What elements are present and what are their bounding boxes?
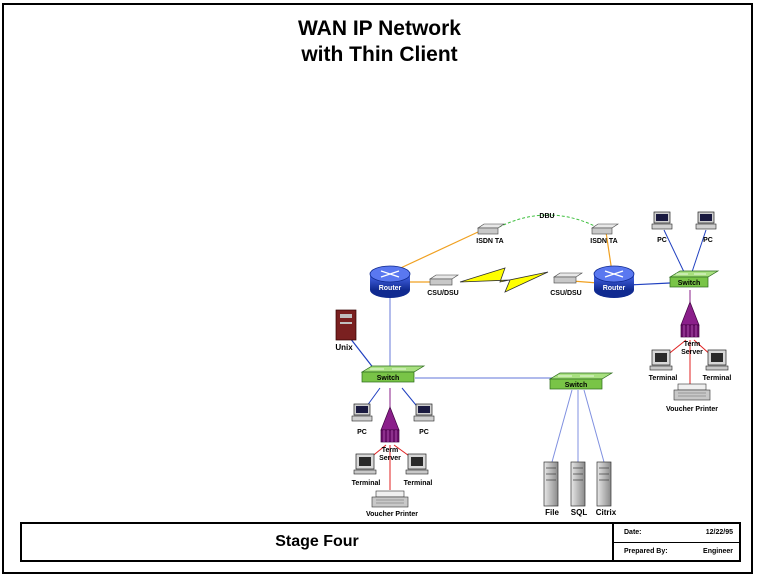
pc-right-2-label: PC (703, 237, 713, 244)
csu-left-label: CSU/DSU (427, 290, 459, 297)
server-citrix[interactable]: Citrix (596, 461, 617, 517)
term-server-left-label-1: Term (382, 447, 399, 454)
server-citrix-label: Citrix (596, 508, 617, 517)
pc-left-1-label: PC (357, 429, 367, 436)
terminal-left-1[interactable]: Terminal (352, 453, 381, 487)
prepared-value: Engineer (703, 548, 733, 555)
server-file[interactable]: File (543, 461, 559, 517)
csu-dsu-left[interactable]: CSU/DSU (427, 274, 459, 297)
title-line-1: WAN IP Network (298, 17, 461, 40)
link-router-right-csu (571, 280, 599, 284)
link-sw-mid-file (551, 389, 573, 463)
stage-label: Stage Four (22, 524, 614, 560)
prepared-row: Prepared By: Engineer (614, 543, 739, 561)
pc-left-2-label: PC (419, 429, 429, 436)
pc-right-1[interactable]: PC (651, 211, 673, 244)
switch-left-label: Switch (377, 375, 400, 382)
title-line-2: with Thin Client (301, 43, 458, 66)
terminal-left-1-label: Terminal (352, 480, 381, 487)
pc-left-1[interactable]: PC (351, 403, 373, 436)
term-server-left[interactable]: Term Server (379, 406, 401, 462)
page-frame (2, 3, 753, 574)
router-right-label: Router (603, 285, 626, 292)
term-server-right-label-1: Term (684, 341, 701, 348)
isdn-ta-left[interactable]: ISDN TA (476, 223, 505, 245)
unix-server[interactable]: Unix (335, 309, 357, 352)
switch-right[interactable]: Switch (668, 270, 720, 288)
link-router-left-isdn (391, 231, 479, 273)
server-sql-label: SQL (571, 508, 588, 517)
csu-dsu-right[interactable]: CSU/DSU (550, 272, 583, 297)
terminal-right-2[interactable]: Terminal (703, 349, 732, 382)
router-right[interactable]: Router (593, 265, 635, 298)
pc-right-1-label: PC (657, 237, 667, 244)
date-label: Date: (624, 529, 642, 536)
term-server-right-label-2: Server (681, 349, 703, 356)
switch-right-label: Switch (678, 280, 701, 287)
terminal-left-2-label: Terminal (404, 480, 433, 487)
prepared-label: Prepared By: (624, 548, 668, 555)
router-left[interactable]: Router (369, 265, 411, 298)
voucher-printer-left[interactable]: Voucher Printer (366, 490, 418, 518)
pc-right-2[interactable]: PC (695, 211, 717, 244)
printer-left-label: Voucher Printer (366, 511, 418, 518)
link-sw-right-pc2 (691, 229, 707, 273)
printer-right-label: Voucher Printer (666, 406, 718, 413)
date-row: Date: 12/22/95 (614, 524, 739, 543)
server-sql[interactable]: SQL (570, 461, 588, 517)
unix-label: Unix (335, 343, 353, 352)
server-file-label: File (545, 508, 559, 517)
csu-right-label: CSU/DSU (550, 290, 582, 297)
switch-left[interactable]: Switch (360, 365, 426, 383)
router-left-label: Router (379, 285, 402, 292)
pc-left-2[interactable]: PC (413, 403, 435, 436)
term-server-right[interactable]: Term Server (680, 301, 703, 356)
isdn-left-label: ISDN TA (476, 238, 503, 245)
link-sw-mid-citrix (583, 389, 605, 463)
link-sw-right-pc1 (663, 229, 685, 273)
switch-mid-label: Switch (565, 382, 588, 389)
terminal-left-2[interactable]: Terminal (404, 453, 433, 487)
terminal-right-1[interactable]: Terminal (649, 349, 678, 382)
link-router-right-switch (627, 282, 671, 286)
wan-link-bolt (459, 267, 549, 293)
isdn-ta-right[interactable]: ISDN TA (590, 223, 619, 245)
date-value: 12/22/95 (705, 529, 733, 536)
voucher-printer-right[interactable]: Voucher Printer (666, 383, 718, 413)
links (349, 214, 713, 490)
isdn-right-label: ISDN TA (590, 238, 617, 245)
switch-middle[interactable]: Switch (548, 372, 614, 390)
terminal-right-2-label: Terminal (703, 375, 732, 382)
backup-dbu-link (489, 214, 607, 233)
term-server-left-label-2: Server (379, 455, 401, 462)
dbu-label: DBU (539, 213, 554, 220)
title-block: Stage Four Date: 12/22/95 Prepared By: E… (20, 522, 741, 562)
diagram-title: WAN IP Network with Thin Client (0, 16, 759, 68)
link-router-right-isdn (605, 231, 613, 273)
terminal-right-1-label: Terminal (649, 375, 678, 382)
